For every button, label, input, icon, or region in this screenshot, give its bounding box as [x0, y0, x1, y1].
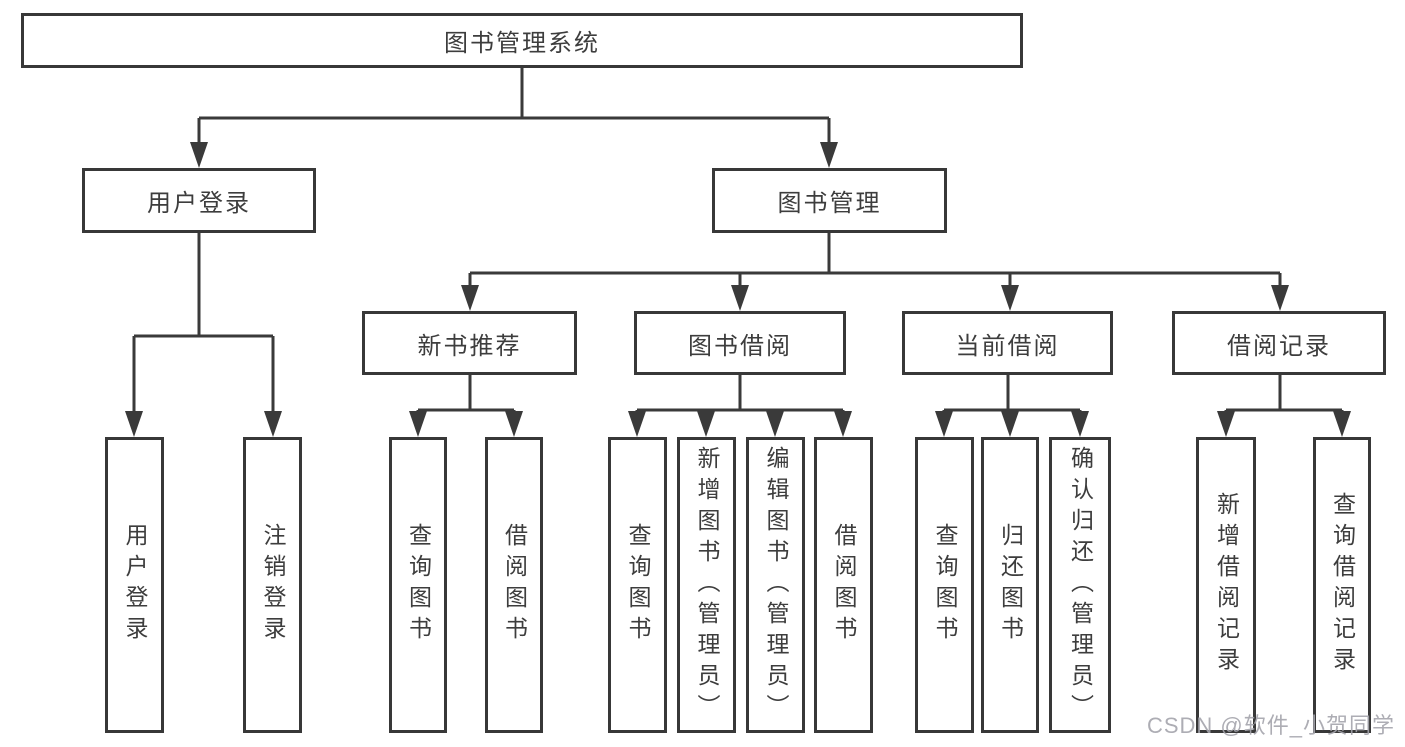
- arrowhead: [1217, 411, 1235, 437]
- node-label: 归还图书: [997, 523, 1024, 647]
- arrowhead: [190, 142, 208, 168]
- arrowhead: [628, 411, 646, 437]
- node-label: 借阅图书: [501, 523, 528, 647]
- arrowhead: [1333, 411, 1351, 437]
- arrowhead: [834, 411, 852, 437]
- leaf-borrow-edit-books-admin: 编辑图书（管理员）: [746, 437, 805, 733]
- node-book-borrow: 图书借阅: [634, 311, 846, 375]
- node-label: 用户登录: [122, 523, 148, 647]
- node-root: 图书管理系统: [21, 13, 1023, 68]
- arrowhead: [820, 142, 838, 168]
- leaf-borrow-query-books: 查询图书: [608, 437, 667, 733]
- arrowhead: [1001, 411, 1019, 437]
- arrowhead: [1271, 285, 1289, 311]
- leaf-user-login: 用户登录: [105, 437, 164, 733]
- leaf-newbooks-borrow-books: 借阅图书: [485, 437, 543, 733]
- node-label: 编辑图书（管理员）: [763, 445, 789, 725]
- watermark: CSDN @软件_小贺同学: [1146, 713, 1395, 738]
- node-label: 图书管理系统: [444, 30, 600, 57]
- arrowhead: [505, 411, 523, 437]
- node-label: 查询图书: [625, 523, 651, 647]
- node-user-login: 用户登录: [82, 168, 316, 233]
- arrowhead: [461, 285, 479, 311]
- leaf-current-confirm-return-admin: 确认归还（管理员）: [1049, 437, 1111, 733]
- arrowhead: [935, 411, 953, 437]
- node-borrow-records: 借阅记录: [1172, 311, 1386, 375]
- node-label: 用户登录: [147, 190, 251, 217]
- arrowhead: [766, 411, 784, 437]
- leaf-logout: 注销登录: [243, 437, 302, 733]
- arrowhead: [697, 411, 715, 437]
- connector-userlogin-to-leaves: [132, 233, 275, 415]
- connector-currentborrow-to-leaves: [942, 375, 1082, 415]
- node-book-management: 图书管理: [712, 168, 947, 233]
- arrowhead: [731, 285, 749, 311]
- connector-bookmgmt-to-level3: [468, 233, 1282, 289]
- leaf-newbooks-query-books: 查询图书: [389, 437, 447, 733]
- node-label: 注销登录: [260, 523, 286, 647]
- arrowhead: [1071, 411, 1089, 437]
- connector-root-to-level2: [197, 68, 831, 146]
- leaf-borrow-add-books-admin: 新增图书（管理员）: [677, 437, 736, 733]
- node-label: 查询借阅记录: [1329, 492, 1356, 678]
- node-label: 新增借阅记录: [1213, 492, 1240, 678]
- node-label: 新书推荐: [417, 332, 522, 360]
- node-label: 当前借阅: [955, 332, 1060, 360]
- connector-bookborrow-to-leaves: [635, 375, 845, 415]
- node-label: 查询图书: [405, 523, 432, 647]
- node-label: 图书借阅: [688, 332, 792, 360]
- leaf-records-query-borrow-record: 查询借阅记录: [1313, 437, 1371, 733]
- node-label: 新增图书（管理员）: [694, 445, 720, 725]
- leaf-current-return-books: 归还图书: [981, 437, 1039, 733]
- arrowhead: [264, 411, 282, 437]
- connector-newbooks-to-leaves: [416, 375, 516, 415]
- node-label: 借阅图书: [831, 523, 857, 647]
- leaf-records-add-borrow-record: 新增借阅记录: [1196, 437, 1256, 733]
- node-current-borrow: 当前借阅: [902, 311, 1113, 375]
- leaf-current-query-books: 查询图书: [915, 437, 974, 733]
- node-label: 图书管理: [777, 190, 882, 217]
- arrowhead: [125, 411, 143, 437]
- node-new-book-recommend: 新书推荐: [362, 311, 577, 375]
- node-label: 查询图书: [932, 523, 958, 647]
- node-label: 确认归还（管理员）: [1067, 445, 1094, 725]
- connector-records-to-leaves: [1224, 375, 1344, 415]
- leaf-borrow-borrow-books: 借阅图书: [814, 437, 873, 733]
- arrowhead: [1001, 285, 1019, 311]
- node-label: 借阅记录: [1227, 332, 1331, 360]
- arrowhead: [409, 411, 427, 437]
